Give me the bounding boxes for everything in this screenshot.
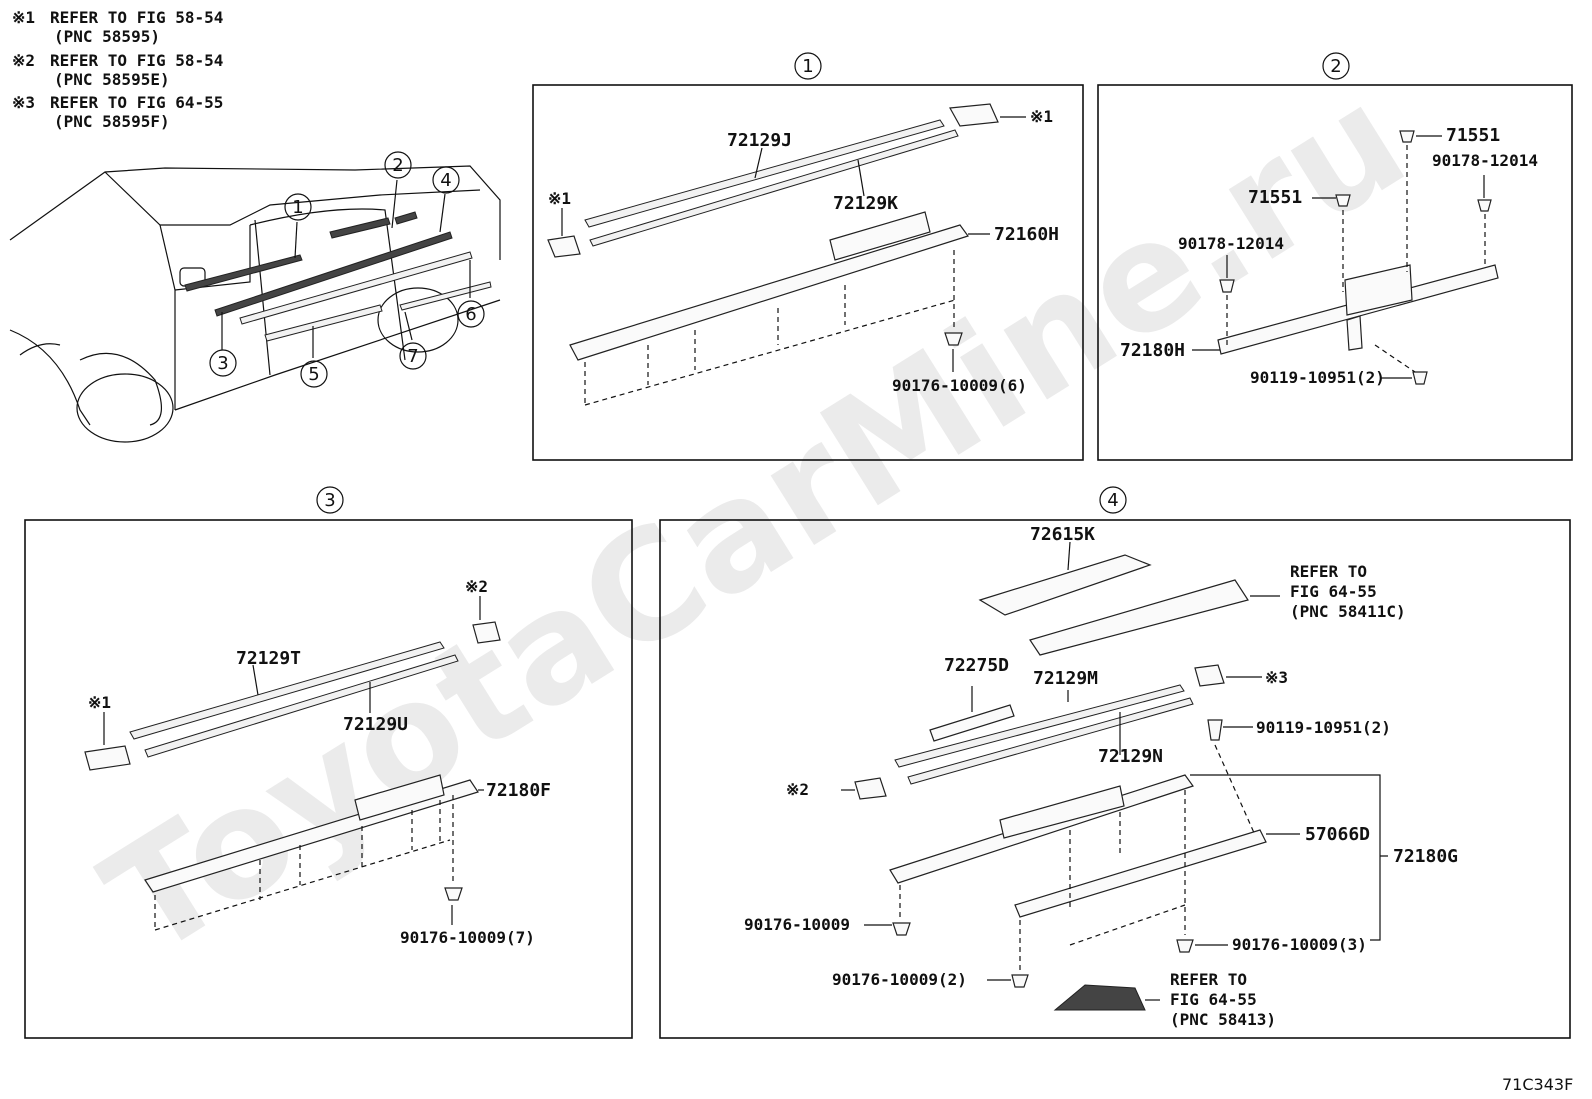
panel-4-label-90176-10009-2: 90176-10009(2) <box>832 970 967 989</box>
note-3-line1: REFER TO FIG 64-55 <box>50 93 223 112</box>
panel-2-label-90178-12014-left: 90178-12014 <box>1178 234 1284 253</box>
panel-3-label-clip: 90176-10009(7) <box>400 928 535 947</box>
panel-3-ref-2: ※2 <box>465 577 488 596</box>
panel-2-number: 2 <box>1330 56 1341 77</box>
panel-3: 3 72129T 72129U 72180F 90176-10009(7) ※1… <box>24 486 633 1039</box>
panel-2: 2 71551 90178-12014 71551 90178-12014 72… <box>1097 52 1573 461</box>
panel-4-label-57066D: 57066D <box>1305 824 1370 845</box>
note-1-line2: (PNC 58595) <box>54 27 160 46</box>
callout-2: 2 <box>392 155 403 176</box>
panel-3-ref-1: ※1 <box>88 693 111 712</box>
panel-4-label-90176-10009: 90176-10009 <box>744 915 850 934</box>
panel-4-ref-2: ※2 <box>786 780 809 799</box>
callout-7: 7 <box>407 346 418 367</box>
panel-1-ref-right: ※1 <box>1030 107 1053 126</box>
panel-4-refer2-line1: REFER TO <box>1170 970 1247 989</box>
panel-3-label-72180F: 72180F <box>486 780 551 801</box>
panel-2-label-71551-top: 71551 <box>1446 125 1500 146</box>
callout-1: 1 <box>292 197 303 218</box>
panel-4-label-72275D: 72275D <box>944 655 1009 676</box>
callout-6: 6 <box>465 304 476 325</box>
panel-3-label-72129T: 72129T <box>236 648 301 669</box>
callout-4: 4 <box>440 170 451 191</box>
panel-1: 1 72129J 72129K 72160H 90176-10009(6) ※1… <box>532 52 1084 461</box>
panel-4-label-72129M: 72129M <box>1033 668 1098 689</box>
panel-2-label-71551-mid: 71551 <box>1248 187 1302 208</box>
panel-2-label-72180H: 72180H <box>1120 340 1185 361</box>
panel-4-label-72615K: 72615K <box>1030 524 1095 545</box>
panel-4-label-90119: 90119-10951(2) <box>1256 718 1391 737</box>
panel-1-label-clip: 90176-10009(6) <box>892 376 1027 395</box>
panel-4-label-72129N: 72129N <box>1098 746 1163 767</box>
panel-4-number: 4 <box>1107 490 1118 511</box>
vehicle-overview: 1 2 4 3 5 6 7 <box>9 151 501 443</box>
figure-code: 71C343F <box>1502 1075 1573 1094</box>
panel-4-refer1-line2: FIG 64-55 <box>1290 582 1377 601</box>
panel-1-label-72129K: 72129K <box>833 193 898 214</box>
reference-notes: ※1 REFER TO FIG 58-54 (PNC 58595) ※2 REF… <box>12 8 223 131</box>
note-2-line1: REFER TO FIG 58-54 <box>50 51 223 70</box>
panel-1-label-72129J: 72129J <box>727 130 792 151</box>
panel-3-number: 3 <box>324 490 335 511</box>
panel-1-number: 1 <box>802 56 813 77</box>
panel-4-refer1-line3: (PNC 58411C) <box>1290 602 1406 621</box>
panel-2-label-90178-12014-right: 90178-12014 <box>1432 151 1538 170</box>
callout-3: 3 <box>217 353 228 374</box>
panel-3-label-72129U: 72129U <box>343 714 408 735</box>
note-1-line1: REFER TO FIG 58-54 <box>50 8 223 27</box>
note-3-line2: (PNC 58595F) <box>54 112 170 131</box>
panel-1-label-72160H: 72160H <box>994 224 1059 245</box>
panel-4-label-90176-10009-3: 90176-10009(3) <box>1232 935 1367 954</box>
note-3-mark: ※3 <box>12 93 35 112</box>
panel-2-label-90119: 90119-10951(2) <box>1250 368 1385 387</box>
panel-4-refer2-line2: FIG 64-55 <box>1170 990 1257 1009</box>
note-2-mark: ※2 <box>12 51 35 70</box>
panel-4-label-72180G: 72180G <box>1393 846 1458 867</box>
panel-4-refer2-line3: (PNC 58413) <box>1170 1010 1276 1029</box>
note-1-mark: ※1 <box>12 8 35 27</box>
note-2-line2: (PNC 58595E) <box>54 70 170 89</box>
panel-1-ref-left: ※1 <box>548 189 571 208</box>
panel-4: 4 <box>659 486 1571 1039</box>
callout-5: 5 <box>308 364 319 385</box>
panel-4-ref-3: ※3 <box>1265 668 1288 687</box>
panel-4-refer1-line1: REFER TO <box>1290 562 1367 581</box>
